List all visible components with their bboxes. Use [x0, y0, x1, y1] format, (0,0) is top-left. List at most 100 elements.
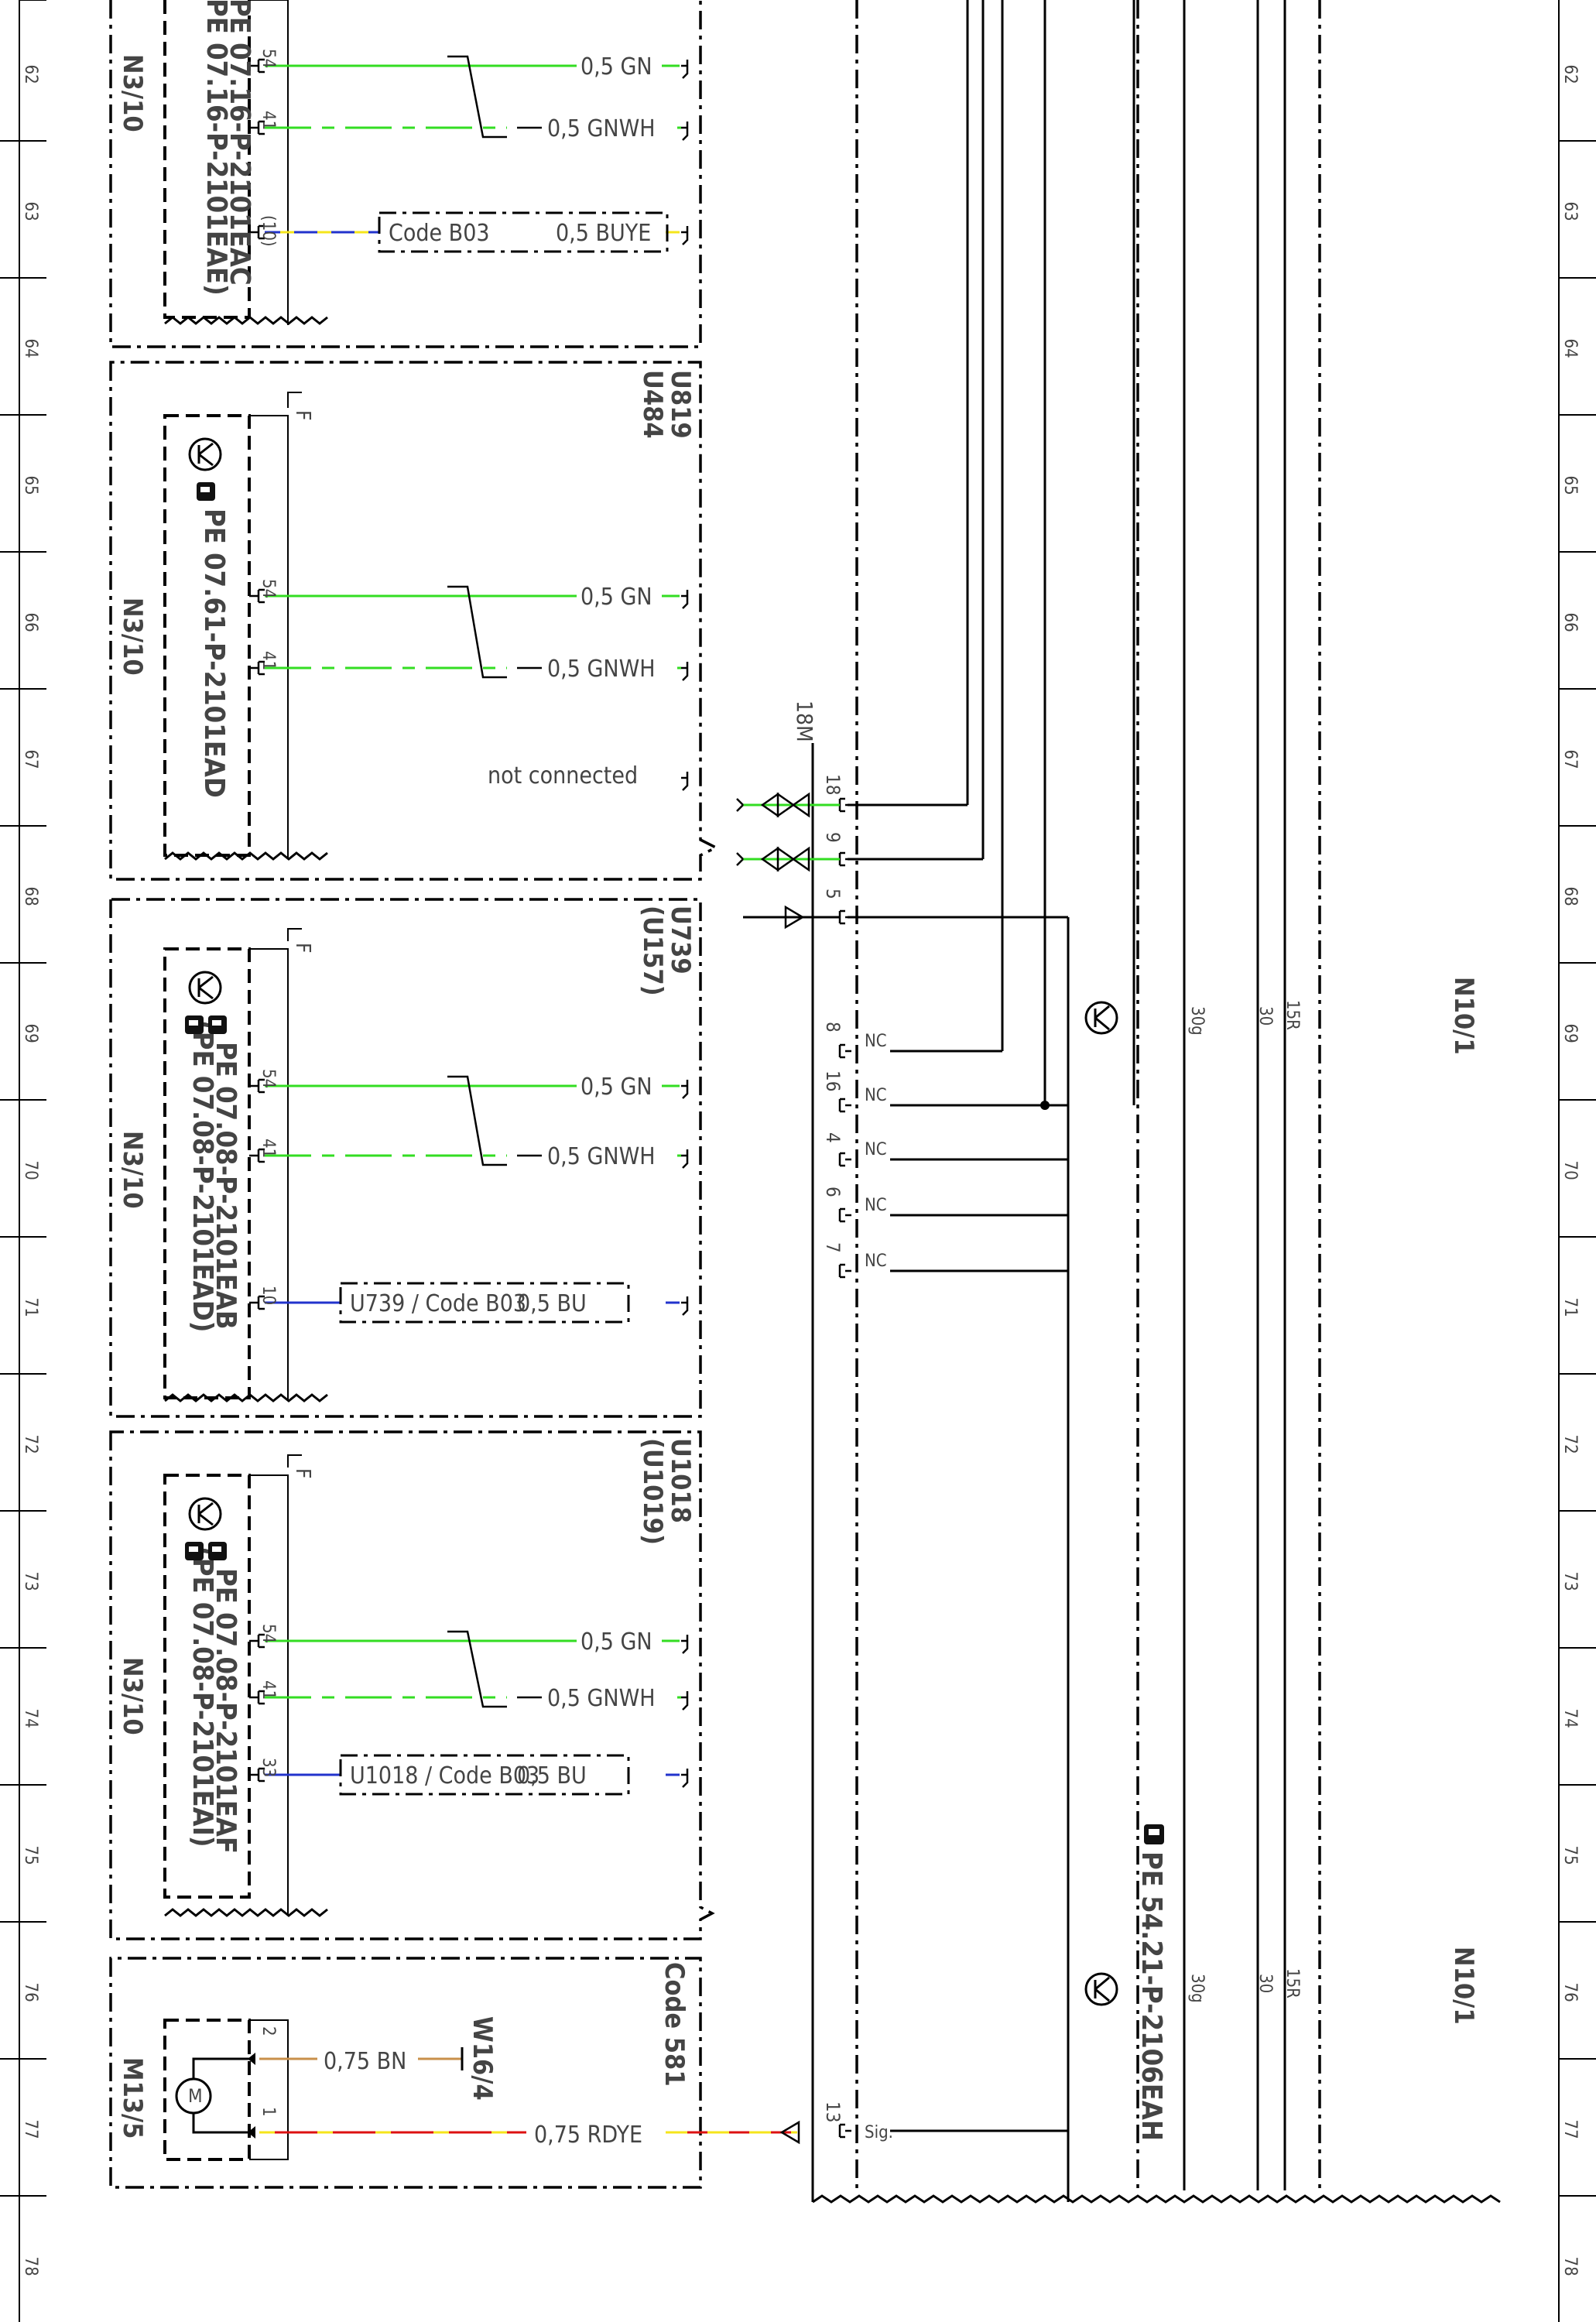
control-unit-labels: N10/1 N10/1: [1448, 977, 1479, 2025]
unit-name: N3/10: [117, 54, 148, 132]
connector-socket: [838, 851, 851, 867]
pin-connector: [249, 1633, 265, 1649]
pin-connector: [249, 1078, 265, 1094]
wire-color-label: 0,5 GNWH: [547, 1143, 656, 1170]
doc-ref-icon: [200, 487, 210, 492]
wire-end-hook: [681, 1769, 689, 1788]
motor-pin-arrow: [248, 2053, 255, 2139]
unit-code: U484: [637, 370, 668, 439]
wire-pin-number: 10: [259, 1286, 278, 1305]
can-arrow-icon: [760, 792, 796, 818]
connector-socket: [838, 1263, 851, 1279]
wire-end-hook: [681, 1691, 689, 1711]
motor-pin-label: 1: [259, 2107, 278, 2117]
transistor-icon: [1084, 1001, 1118, 1035]
transistor-icon: [197, 442, 214, 467]
transistor-icon: [188, 437, 222, 471]
pin-connector: [249, 58, 265, 74]
grid-number: 72: [21, 1435, 40, 1454]
grid-number: 66: [21, 613, 40, 632]
grid-number: 76: [21, 1983, 40, 2002]
unit-name: N3/10: [117, 598, 148, 676]
transistor-icon: [197, 1502, 214, 1526]
fuse-label-30: 30: [1255, 1006, 1275, 1026]
wire-pin-number: 41: [259, 1680, 278, 1700]
wire-color-label: 0,75 RDYE: [534, 2122, 642, 2149]
unit-doc-ref: PE 07.61-P-2101EAD: [198, 509, 230, 798]
grid-number: 68: [21, 887, 40, 906]
motor-m-label: M: [188, 2085, 203, 2107]
grid-number: 73: [1560, 1572, 1580, 1591]
wire-color-label: 0,5 GNWH: [547, 656, 656, 683]
module-boundaries: [109, 0, 1321, 2190]
code-box: [339, 1754, 630, 1796]
pin-label: 9: [822, 832, 844, 843]
grid-strip-left: [19, 0, 46, 2322]
unit-doc-ref: PE 07.08-P-2101EAF: [210, 1568, 241, 1854]
grid-number: 78: [1560, 2257, 1580, 2276]
grid-number: 71: [21, 1298, 40, 1317]
unit-code: U739: [665, 906, 696, 974]
pin-connector: [249, 660, 265, 676]
pin-connector: [249, 1690, 265, 1705]
grid-number: 66: [1560, 613, 1580, 632]
doc-ref-icon: [189, 1546, 198, 1552]
signal-arrow-icon: [784, 905, 805, 930]
connector-lines: [811, 0, 1286, 2202]
grid-number: 78: [21, 2257, 40, 2276]
motor-code: Code 581: [659, 1962, 690, 2087]
connector-socket: [838, 1098, 851, 1113]
grid-number: 65: [1560, 476, 1580, 495]
twisted-pair-marker: [447, 585, 507, 679]
wire-color-label: 0,75 BN: [324, 2048, 406, 2075]
fuse-label-30: 30: [1255, 1974, 1275, 1993]
unit-code: U1018: [665, 1438, 696, 1523]
pin-connector: [249, 224, 265, 240]
grid-number: 63: [1560, 202, 1580, 221]
twisted-pair-marker: [447, 1075, 507, 1166]
wire-end-hook: [681, 60, 689, 79]
wire-end-hook: [736, 798, 744, 812]
unit-doc-ref: (PE 07.08-P-2101EAI): [187, 1546, 218, 1848]
grid-number: 69: [21, 1024, 40, 1043]
pin-label: 13: [822, 2101, 844, 2122]
wire-end-hook: [681, 122, 689, 141]
connector-socket: [838, 2123, 851, 2139]
wire-pin-number: 41: [259, 651, 278, 670]
wire-pin-number: 54: [259, 1069, 278, 1088]
wire-color-label: 0,5 GNWH: [547, 115, 656, 142]
unit-doc-ref: (PE 07.08-P-2101EAD): [187, 1020, 218, 1332]
grid-number: 74: [1560, 1709, 1580, 1728]
pin-connector: [249, 1295, 265, 1310]
wire-color-label: 0,5 GN: [581, 1074, 652, 1101]
nc-labels: NC NC NC NC NC Sig.: [865, 1032, 893, 2142]
connector-socket: [838, 1207, 851, 1223]
wire-color-label: 0,5 GNWH: [547, 1685, 656, 1712]
unit-code: (U1019): [637, 1438, 668, 1545]
unit-code: U819: [665, 370, 696, 439]
pin-label: 7: [822, 1242, 844, 1253]
pin-label: 16: [822, 1070, 844, 1091]
grid-number: 67: [21, 750, 40, 769]
nc-label: NC: [865, 1140, 887, 1159]
pin-label: 18: [822, 774, 844, 795]
nc-label: NC: [865, 1086, 887, 1105]
wire-color-label: 0,5 GN: [581, 53, 652, 80]
transistor-icon: [197, 975, 214, 1000]
wire-color-label: 0,5 BUYE: [556, 220, 651, 247]
grid-number: 71: [1560, 1298, 1580, 1317]
grid-number: 65: [21, 476, 40, 495]
nc-label: NC: [865, 1252, 887, 1271]
motor-pin-label: 2: [259, 2026, 278, 2036]
unit-name: N3/10: [117, 1131, 148, 1209]
wire-pin-number: 54: [259, 579, 278, 598]
pin-label: 5: [822, 889, 844, 899]
wire-pin-number: 54: [259, 49, 278, 68]
doc-ref-icon: [1144, 1824, 1164, 1844]
wire-pin-number: 33: [259, 1758, 278, 1777]
grid-number: 63: [21, 202, 40, 221]
zigzag-edges: [164, 316, 1501, 2204]
wire-color-label: 0,5 BU: [517, 1290, 587, 1317]
